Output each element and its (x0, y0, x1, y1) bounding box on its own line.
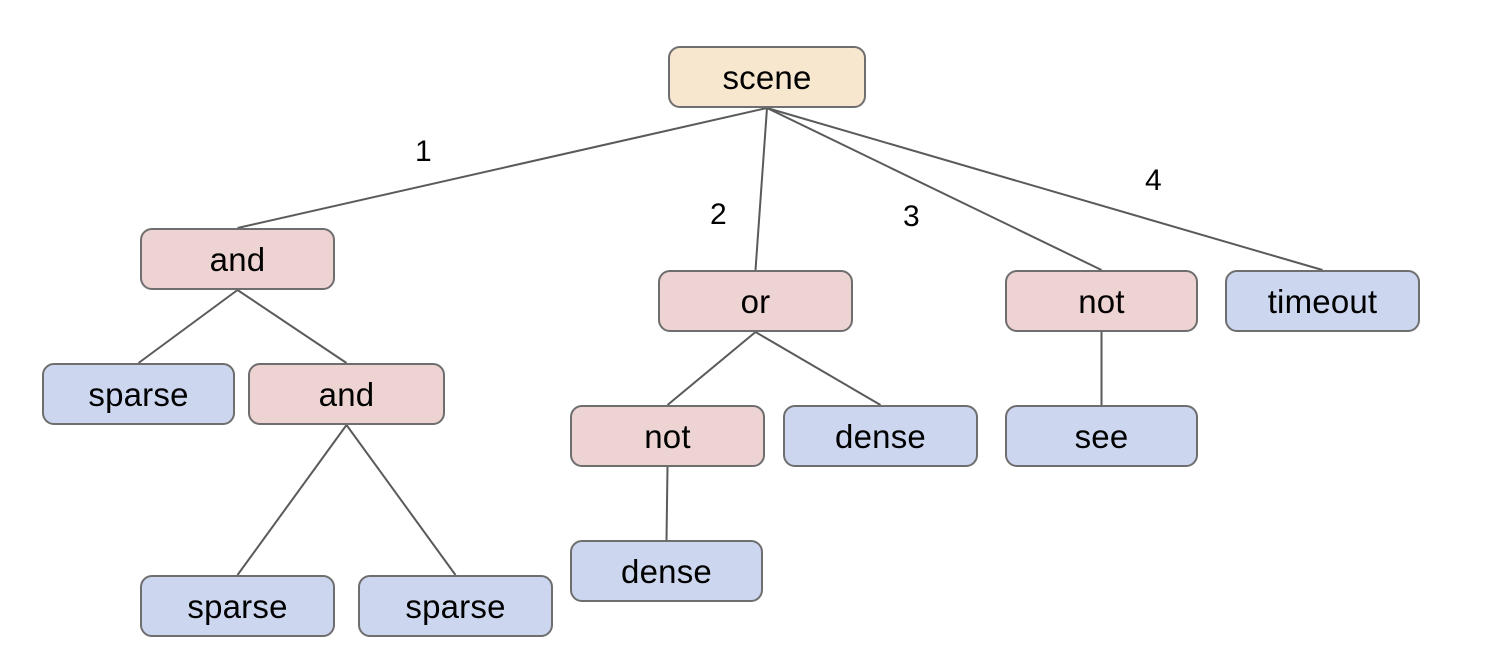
tree-edge (766, 107, 1102, 271)
tree-node-label: or (740, 282, 771, 320)
tree-node-dense1[interactable]: dense (783, 405, 978, 467)
tree-node-label: sparse (187, 587, 288, 625)
tree-node-scene[interactable]: scene (668, 46, 866, 108)
tree-edge (137, 289, 239, 364)
tree-node-or1[interactable]: or (658, 270, 853, 332)
tree-node-label: and (318, 375, 375, 413)
tree-node-label: not (644, 417, 691, 455)
tree-edge (665, 466, 669, 541)
tree-node-label: dense (621, 552, 712, 590)
tree-node-sparse3[interactable]: sparse (358, 575, 553, 637)
tree-node-sparse2[interactable]: sparse (140, 575, 335, 637)
tree-node-label: dense (835, 417, 926, 455)
tree-node-see[interactable]: see (1005, 405, 1198, 467)
tree-edge (766, 107, 1323, 271)
tree-node-label: sparse (88, 375, 189, 413)
tree-edge (345, 424, 457, 576)
tree-node-label: sparse (405, 587, 506, 625)
tree-node-timeout[interactable]: timeout (1225, 270, 1420, 332)
tree-edge (236, 424, 348, 576)
tree-node-not1[interactable]: not (1005, 270, 1198, 332)
edge-label-scene-not1: 3 (903, 200, 920, 233)
tree-node-dense2[interactable]: dense (570, 540, 763, 602)
tree-node-sparse1[interactable]: sparse (42, 363, 235, 425)
tree-node-label: not (1078, 282, 1125, 320)
tree-node-and1[interactable]: and (140, 228, 335, 290)
tree-node-not2[interactable]: not (570, 405, 765, 467)
tree-edge (666, 331, 757, 406)
tree-edge (237, 107, 768, 229)
edge-label-scene-timeout: 4 (1145, 164, 1162, 197)
tree-node-label: timeout (1267, 282, 1378, 320)
edge-label-scene-and1: 1 (415, 135, 432, 168)
tree-edge (236, 289, 348, 364)
tree-edge (754, 107, 768, 271)
tree-node-label: and (209, 240, 266, 278)
tree-node-label: scene (722, 58, 812, 96)
edge-label-scene-or1: 2 (710, 198, 727, 231)
tree-node-label: see (1074, 417, 1129, 455)
tree-edge (754, 331, 882, 406)
tree-node-and2[interactable]: and (248, 363, 445, 425)
